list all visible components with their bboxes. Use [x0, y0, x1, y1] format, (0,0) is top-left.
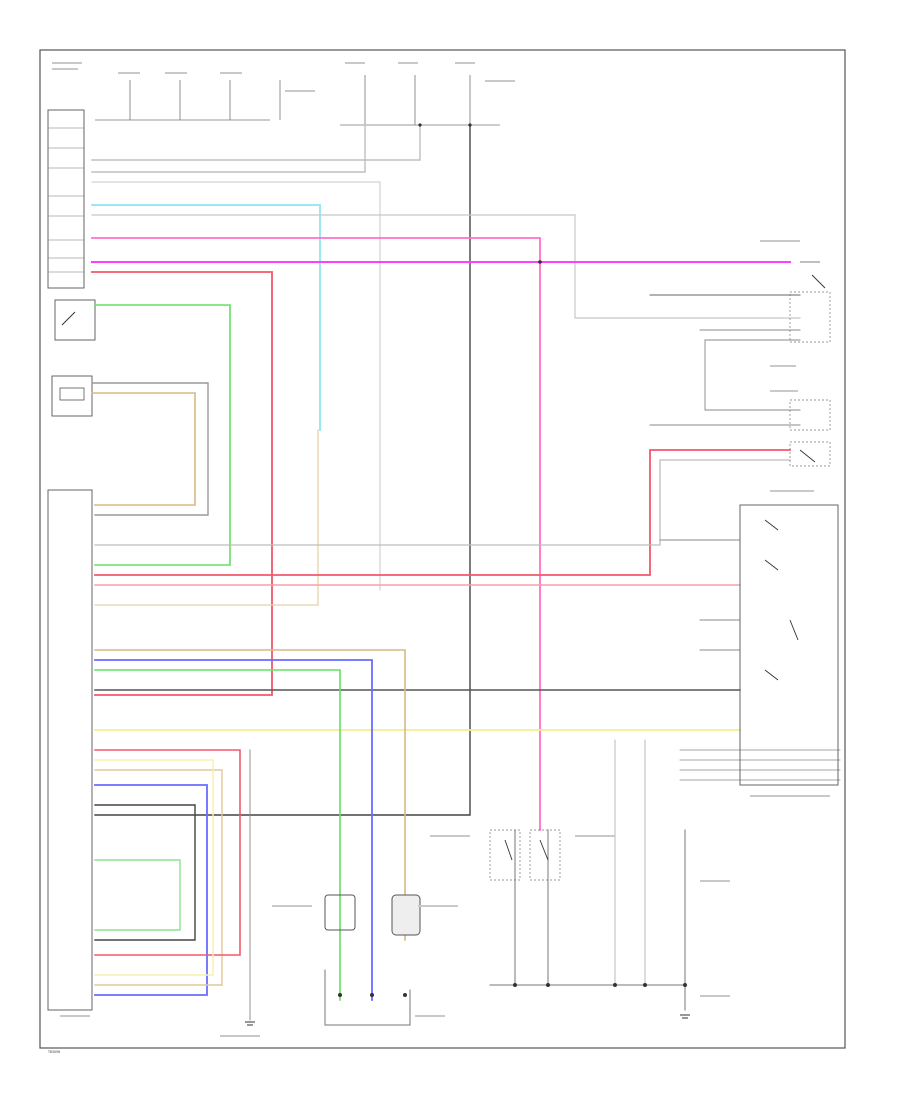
wire-red-2 [94, 749, 241, 956]
wire-blue-1 [94, 659, 373, 1001]
wire-gray-3 [91, 181, 381, 591]
wire-green-3 [94, 859, 181, 931]
wire-gray-2 [91, 124, 366, 173]
left-module-top [47, 109, 85, 289]
footer-code: T83056 [47, 1050, 60, 1054]
diagram-frame [39, 49, 846, 1049]
wire-red-right [94, 449, 791, 576]
wire-green-1 [94, 304, 231, 566]
right-switch-top [789, 261, 831, 343]
left-main-module [47, 489, 93, 1011]
wire-red-1 [91, 271, 273, 696]
wire-gray-sensor [91, 382, 209, 516]
wire-blue-2 [94, 784, 208, 996]
right-module-block [739, 504, 839, 786]
wire-yellow-2 [94, 759, 214, 976]
wire-cyan [91, 204, 321, 431]
bottom-door-switches [489, 829, 561, 881]
motor-left [324, 894, 356, 931]
motor-right [391, 894, 421, 936]
wire-black-main [94, 124, 471, 816]
wire-black-loop [94, 804, 196, 941]
wire-right-gray-d [704, 339, 801, 411]
wire-gray-right [91, 214, 801, 319]
wire-pink-1 [91, 237, 541, 831]
wire-green-2 [94, 669, 341, 1001]
label-ticks [52, 62, 830, 1037]
wire-layer [91, 124, 841, 1026]
right-relay-block [789, 399, 831, 467]
left-switch-block [54, 299, 96, 341]
ground-bus-left [324, 969, 411, 1026]
fuse-strip [95, 75, 500, 126]
wire-tan-3 [94, 769, 223, 986]
splice-icon [338, 123, 687, 997]
wire-tan-2 [94, 649, 406, 941]
wire-tan-1 [91, 392, 196, 506]
wire-tan-mid [94, 429, 319, 606]
left-sensor-block [51, 375, 93, 417]
wire-gray-right-2 [94, 459, 791, 546]
ground-icon [245, 1014, 690, 1026]
wire-gray-1 [91, 124, 421, 161]
